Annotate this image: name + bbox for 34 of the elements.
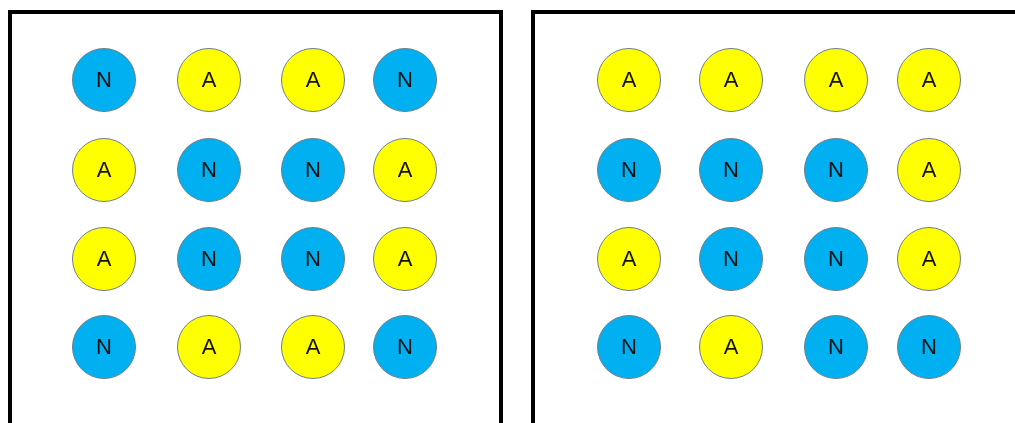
circle-letter: A [201,336,217,358]
circle-letter: A [921,69,937,91]
panel-frame [8,10,503,423]
circle-letter: N [397,69,413,91]
circle-letter: N [621,159,637,181]
circle-letter: A [723,69,739,91]
circle-letter: N [723,159,739,181]
panel-frame [531,10,1015,423]
circle-letter: A [828,69,844,91]
circle-letter: A [397,159,413,181]
circle-letter: A [96,159,112,181]
circle-letter: N [96,336,112,358]
circle-letter: N [723,248,739,270]
circle-letter: A [305,336,321,358]
circle-letter: A [305,69,321,91]
circle-letter: N [305,159,321,181]
circle-letter: N [96,69,112,91]
circle-letter: A [621,248,637,270]
circle-letter: A [201,69,217,91]
circle-letter: A [723,336,739,358]
circle-letter: N [828,159,844,181]
circle-letter: N [621,336,637,358]
circle-letter: A [397,248,413,270]
circle-letter: N [828,248,844,270]
circle-letter: N [397,336,413,358]
circle-letter: A [96,248,112,270]
circle-letter: N [921,336,937,358]
circle-letter: N [828,336,844,358]
circle-letter: N [201,248,217,270]
circle-letter: N [305,248,321,270]
circle-letter: A [921,248,937,270]
circle-letter: A [621,69,637,91]
circle-letter: N [201,159,217,181]
circle-letter: A [921,159,937,181]
